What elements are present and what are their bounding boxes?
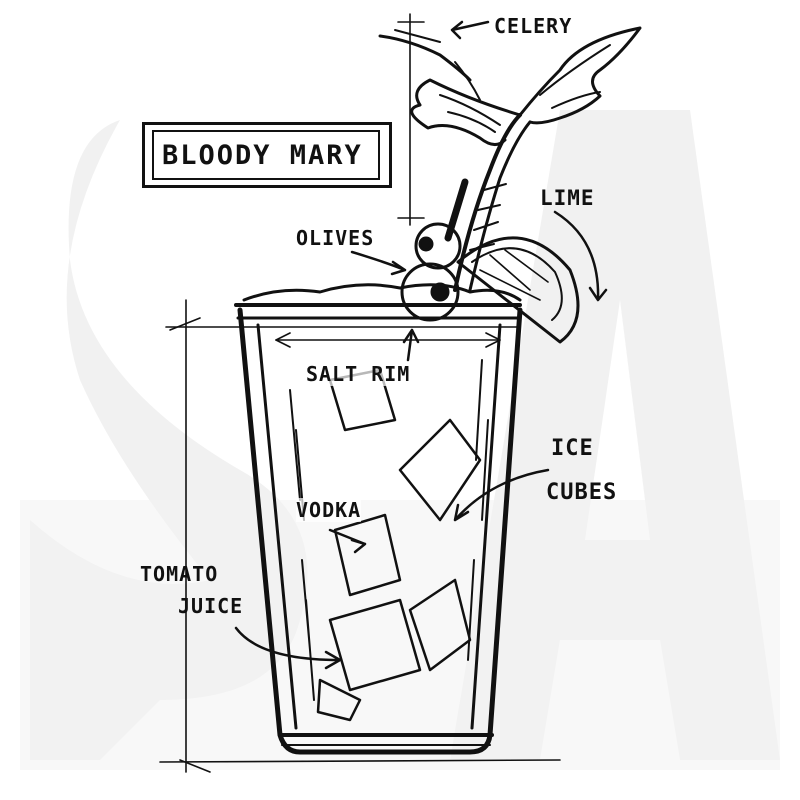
- dimension-lines: [159, 13, 561, 773]
- ice-cubes-label-line2: CUBES: [546, 480, 618, 505]
- tomato-juice-label-line1: TOMATO: [140, 562, 219, 586]
- title-frame: [142, 122, 392, 188]
- celery-drawing: [378, 26, 642, 292]
- olives-label: OLIVES: [296, 226, 375, 250]
- drink-title: BLOODY MARY: [162, 140, 363, 171]
- lime-label: LIME: [540, 186, 595, 210]
- watermark: [20, 110, 780, 770]
- lime-drawing: [456, 236, 580, 344]
- olives-drawing: [400, 178, 469, 322]
- glass-drawing: [234, 283, 523, 755]
- tomato-juice-label-line2: JUICE: [178, 594, 244, 618]
- title-frame-inner: [152, 130, 380, 180]
- ice-cubes-label-line1: ICE: [551, 436, 594, 461]
- salt-rim-label: SALT RIM: [306, 362, 411, 386]
- vodka-label: VODKA: [296, 498, 362, 522]
- celery-label: CELERY: [494, 14, 573, 38]
- ice-cubes-drawing: [316, 368, 482, 722]
- label-arrows: [234, 20, 608, 670]
